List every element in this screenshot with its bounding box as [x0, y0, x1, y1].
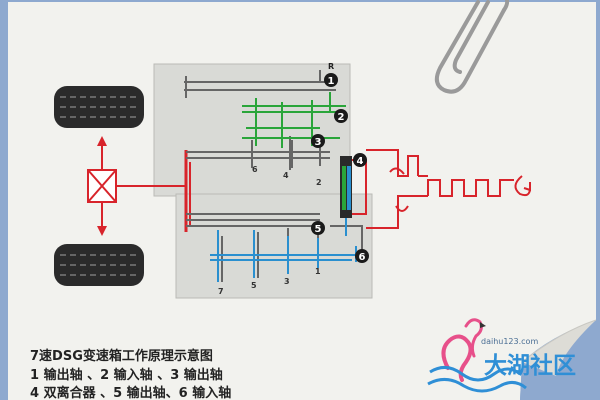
marker-2-label: 2 — [338, 112, 345, 123]
marker-2: 2 — [334, 109, 348, 123]
marker-1: 1 — [324, 73, 338, 87]
reverse-label: R — [328, 62, 334, 71]
marker-5: 5 — [311, 221, 325, 235]
marker-6-label: 6 — [359, 252, 366, 263]
caption-line-2: 4 双离合器 、5 输出轴、6 输入轴 — [30, 386, 232, 400]
upper-shafts — [184, 70, 336, 170]
gear-label-7: 7 — [218, 287, 224, 296]
caption-line-1: 1 输出轴 、2 输入轴 、3 输出轴 — [30, 368, 223, 383]
marker-6: 6 — [355, 249, 369, 263]
tire-top-icon — [54, 86, 144, 128]
marker-3: 3 — [311, 134, 325, 148]
gear-label-5: 5 — [251, 281, 257, 290]
marker-4-label: 4 — [357, 156, 364, 167]
paperclip-icon — [434, 0, 510, 94]
caption-title: 7速DSG变速箱工作原理示意图 — [30, 349, 213, 364]
gear-labels-lower: 7 5 3 1 — [218, 267, 321, 296]
marker-5-label: 5 — [315, 224, 322, 235]
housing-lower — [175, 193, 373, 299]
gear-label-1: 1 — [315, 267, 321, 276]
rotation-arrow-icon — [514, 175, 531, 197]
gear-labels-upper: 6 4 2 — [252, 165, 322, 187]
gear-label-2: 2 — [316, 178, 322, 187]
differential-icon — [87, 136, 191, 236]
dual-clutch-icon — [330, 156, 367, 255]
engine-output-shaft — [366, 149, 514, 229]
gear-label-3: 3 — [284, 277, 290, 286]
marker-1-label: 1 — [328, 76, 335, 87]
flamingo-logo-icon — [427, 318, 527, 393]
marker-3-label: 3 — [315, 137, 322, 148]
gear-label-4: 4 — [283, 171, 289, 180]
gear-label-6: 6 — [252, 165, 258, 174]
watermark-text: 大湖社区 — [484, 353, 576, 379]
watermark-url: daihu123.com — [481, 337, 539, 346]
housing-upper — [153, 63, 351, 197]
marker-4: 4 — [353, 153, 367, 167]
tire-bottom-icon — [54, 244, 144, 286]
engagement-arrows-icon — [389, 167, 409, 212]
